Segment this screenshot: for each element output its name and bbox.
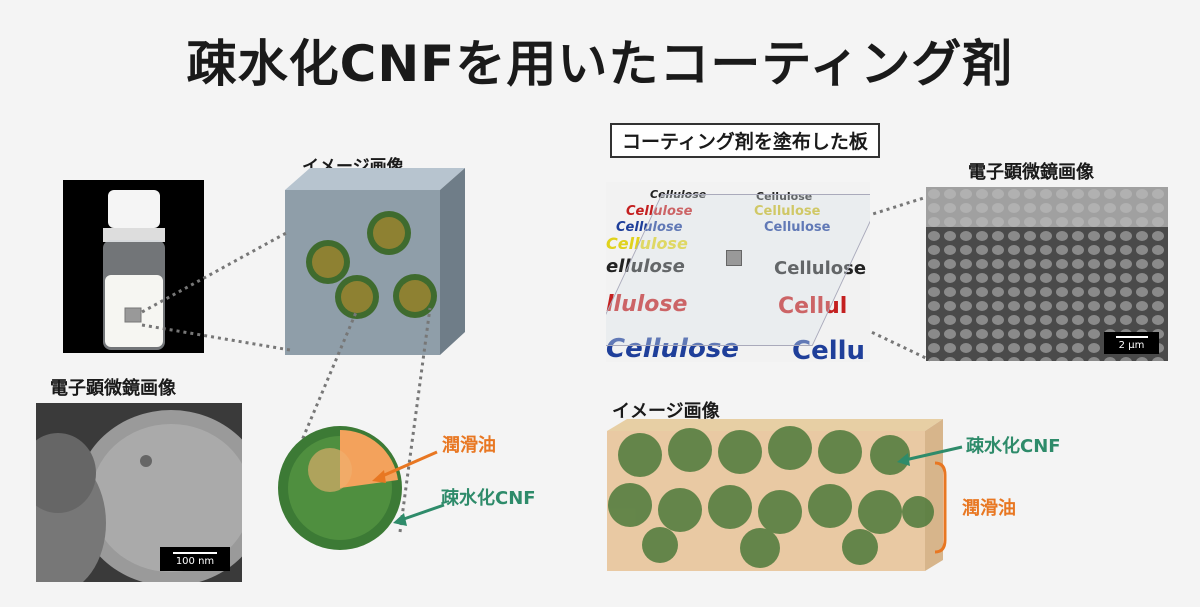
plate-word: Cellulose: [754, 204, 821, 219]
tem-scale-text: 100 nm: [175, 556, 215, 567]
plate-word: Cellulose: [606, 234, 688, 253]
plate-word: Cellulose: [774, 258, 867, 279]
zoom-marker: [726, 250, 742, 266]
right-em-label: 電子顕微鏡画像: [968, 162, 1094, 183]
right-lubricant-label: 潤滑油: [962, 498, 1016, 519]
plate-word: Cellul: [778, 294, 848, 319]
right-image-label: イメージ画像: [612, 401, 720, 422]
sem-scale-text: 2 μm: [1118, 340, 1145, 351]
coated-plate-label: コーティング剤を塗布した板: [610, 123, 880, 158]
plate-word: Cellulose: [626, 204, 693, 219]
sem-scale-bar: 2 μm: [1104, 332, 1159, 354]
plate-word: llulose: [606, 292, 688, 317]
plate-word: ellulose: [606, 256, 685, 277]
bottle-drawing: [103, 190, 165, 350]
plate-word: Cellulose: [616, 220, 683, 235]
plate-word: Cellulose: [764, 220, 831, 235]
plate-word: Cellu: [792, 336, 866, 362]
coated-plate-photo: Cellulose Cellulose Cellulose Cellulose …: [606, 182, 870, 362]
plate-word: Cellulose: [756, 190, 813, 203]
plate-word: Cellulose: [650, 188, 707, 201]
left-em-label: 電子顕微鏡画像: [50, 378, 176, 399]
cube-illustration: [285, 168, 465, 355]
page-title: 疎水化CNFを用いたコーティング剤: [186, 35, 1014, 93]
tem-scale-bar: 100 nm: [160, 547, 230, 571]
left-lubricant-label: 潤滑油: [442, 435, 496, 456]
sem-image: 2 μm: [926, 187, 1168, 361]
left-cnf-label: 疎水化CNF: [441, 488, 536, 509]
cut-sphere-illustration: [278, 426, 402, 550]
tem-image: 100 nm: [36, 403, 242, 582]
bottle-photo: [63, 180, 204, 353]
plate-word: Cellulose: [606, 334, 739, 362]
coating-slab-illustration: [607, 419, 943, 571]
right-cnf-label: 疎水化CNF: [966, 436, 1061, 457]
left-image-label: イメージ画像: [302, 157, 404, 177]
